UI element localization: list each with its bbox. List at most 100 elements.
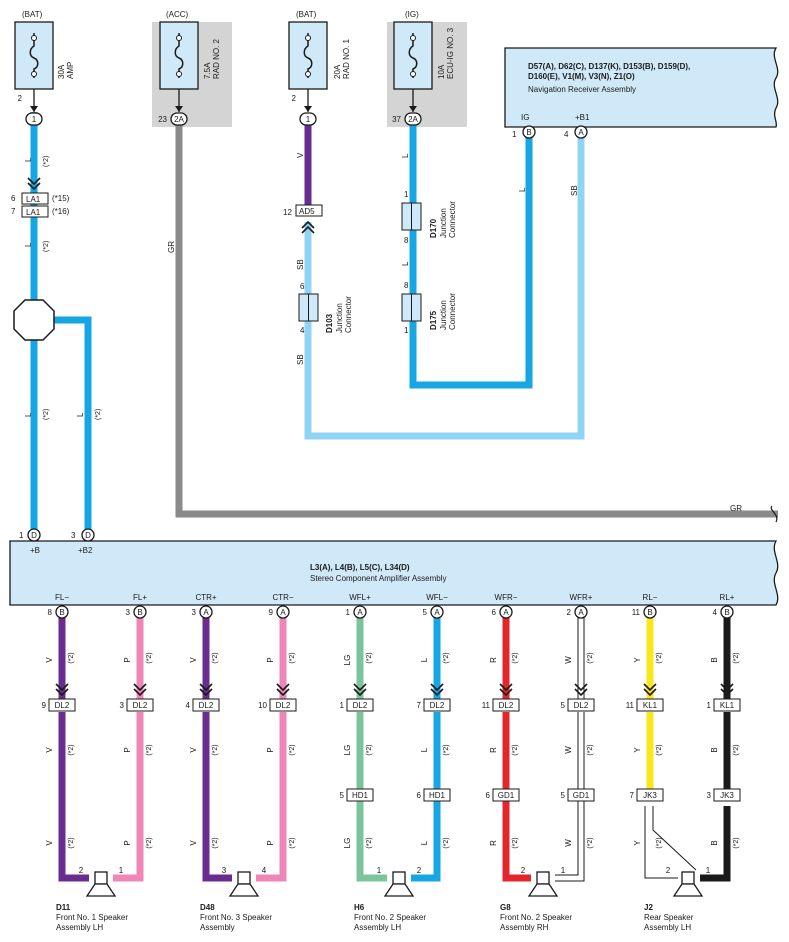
speaker-name-1: Front No. 1 Speaker (56, 913, 128, 922)
speaker-wire-lower (700, 806, 731, 882)
amplifier-codes: L3(A), L4(B), L5(C), L34(D) (310, 563, 410, 572)
pin-number: 1 (404, 326, 409, 335)
amp-pin-label: FL+ (133, 593, 147, 602)
wire-color-label: P (266, 840, 275, 845)
wire-note: (*2) (146, 652, 153, 663)
wire-color-label: W (564, 839, 573, 847)
chevron-down-icon (199, 683, 213, 697)
fuse-rating: 30A (57, 64, 66, 79)
connector-box (295, 204, 323, 217)
gr-wiring-labels: GR GR (167, 241, 742, 513)
speaker-wire-lower (113, 712, 144, 882)
speaker-code: J2 (644, 903, 653, 912)
speaker-wire-lower (58, 712, 89, 882)
wire-note: (*2) (146, 837, 153, 848)
nav-wiring-labels: L SB 1 4 (512, 130, 579, 196)
connector-la1[interactable]: LA1 LA1 (21, 192, 49, 218)
fuse-7-5a-rad-no-2[interactable]: (ACC) 7.5A RAD NO. 2 (159, 10, 221, 90)
fuse-name: RAD NO. 1 (342, 38, 351, 79)
amp-pin-label: RL+ (720, 593, 735, 602)
wire-note: (*2) (443, 652, 450, 663)
fuse-conn-pin (404, 112, 422, 126)
fuse-pin-number: 23 (158, 115, 167, 124)
arrow-down-icon (175, 106, 183, 112)
speaker-name-2: Assembly LH (56, 923, 103, 932)
low-connector (346, 788, 374, 802)
speaker-magnet (536, 871, 550, 885)
wire-color-label: R (489, 747, 498, 753)
nav-receiver-codes-2: D160(E), V1(M), V3(N), Z1(O) (528, 72, 635, 81)
junction-name: Junction (439, 300, 448, 330)
connector-ad5[interactable]: AD5 (295, 204, 323, 217)
wire-color-label: P (266, 747, 275, 752)
chevron-stroke (643, 683, 657, 692)
speaker-pin-left: 2 (666, 866, 671, 875)
amp-pin-number: 9 (269, 608, 274, 617)
navigation-receiver-assembly[interactable]: D57(A), D62(C), D137(K), D153(B), D159(D… (504, 47, 779, 128)
stereo-component-amplifier-assembly[interactable]: L3(A), L4(B), L5(C), L34(D) Stereo Compo… (9, 540, 779, 606)
mid-connector-label: DL2 (55, 701, 70, 710)
chevron-stroke (430, 683, 444, 692)
low-connector-label: HD1 (429, 791, 446, 800)
chevron-stroke (720, 688, 734, 697)
speaker-pin-right: 1 (706, 866, 711, 875)
junction-name: Junction (439, 208, 448, 238)
chevron-stroke (499, 683, 513, 692)
junction-connector-d103[interactable] (298, 293, 319, 322)
amp-pin-b (27, 528, 41, 542)
low-connector-pin: 7 (630, 791, 635, 800)
chevron-down-icon (720, 683, 734, 697)
amp-pin-6-text: A (503, 608, 509, 617)
wire-color-label: R (489, 840, 498, 846)
low-connector-pin: 5 (340, 791, 345, 800)
amp-pin-3 (276, 605, 290, 619)
amp-pin-number: 5 (423, 608, 428, 617)
speaker-pin-right: 1 (119, 866, 124, 875)
wire-note: (*2) (43, 241, 50, 252)
low-connector-pin: 5 (561, 791, 566, 800)
fuse-symbol-icon (174, 33, 184, 78)
amp-pin-7-text: A (578, 608, 584, 617)
speaker-magnet (392, 871, 406, 885)
amp-pin-7 (574, 605, 588, 619)
wire-note: (*2) (587, 744, 594, 755)
wire-color-label: V (45, 657, 54, 663)
wire-note: (*2) (733, 744, 740, 755)
fuse-box (288, 21, 328, 90)
fuse-conn-pin (170, 112, 188, 126)
speaker-code: G8 (500, 903, 511, 912)
fuse-conn-pin (299, 112, 317, 126)
mid-connector-pin: 9 (42, 701, 47, 710)
amp-pin-label: RL− (643, 593, 658, 602)
pin-number: 4 (300, 326, 305, 335)
mid-connector (492, 698, 520, 712)
fuse-20a-rad-no-1[interactable]: (BAT) 20A RAD NO. 1 (288, 10, 351, 90)
fuse-30a-amp[interactable]: (BAT) 30A AMP (14, 10, 75, 90)
wire-color-label: LG (343, 655, 352, 666)
chevron-stroke (353, 683, 367, 692)
wire-color-label: P (123, 747, 132, 752)
junction-code: D175 (429, 310, 438, 330)
amp-pin-number: 1 (346, 608, 351, 617)
fuse-10a-ecu-ig-no-3[interactable]: (IG) 10A ECU-IG NO. 3 (393, 10, 455, 90)
mid-connector-pin: 11 (626, 701, 635, 710)
wire-color-label: P (266, 657, 275, 662)
fuse-symbol-icon (29, 33, 39, 78)
wire-color-label: B (710, 840, 719, 845)
fuse-rating: 10A (437, 64, 446, 79)
amp-pin-1-text: B (137, 608, 142, 617)
wire-note: (*2) (366, 837, 373, 848)
amp-pin-3-text: A (280, 608, 286, 617)
junction-connector-d175[interactable] (401, 293, 422, 322)
junction-connector-d170[interactable] (401, 202, 422, 231)
nav-receiver-codes-1: D57(A), D62(C), D137(K), D153(B), D159(D… (528, 62, 690, 71)
amp-pin-number: 4 (713, 608, 718, 617)
chevron-stroke (276, 688, 290, 697)
amp-pin-number: 8 (48, 608, 53, 617)
wire-color-label: B (710, 747, 719, 752)
chevron-stroke (643, 688, 657, 697)
mid-connector (192, 698, 220, 712)
pin-number: 1 (19, 531, 24, 540)
fuse-source-bat: (BAT) (296, 10, 317, 19)
